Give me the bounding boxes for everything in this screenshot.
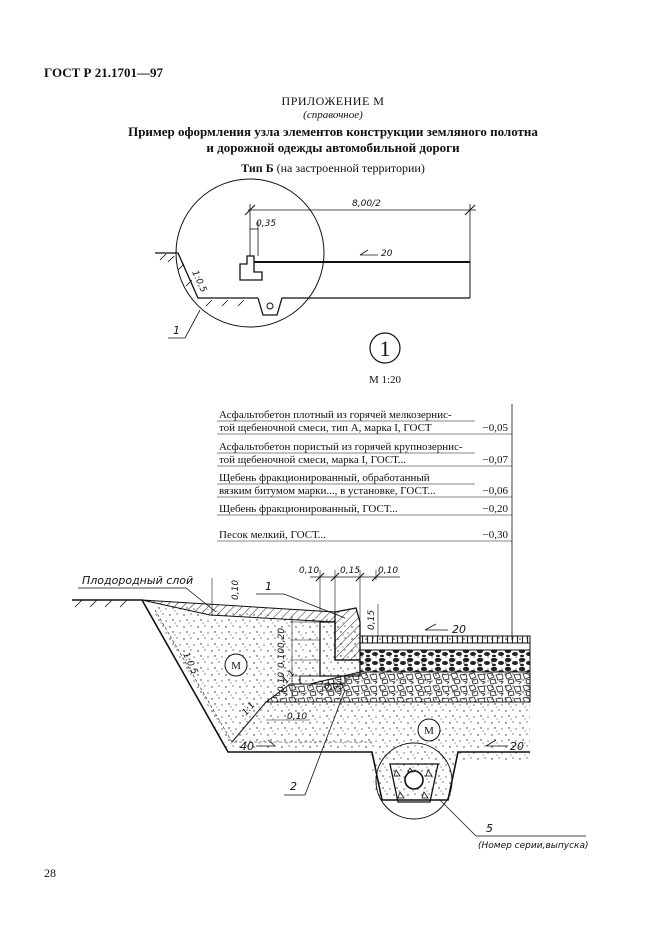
callout-5: 5 bbox=[486, 822, 493, 835]
layer-3-depth: −0,06 bbox=[483, 485, 509, 497]
bottom-right-grade: 20 bbox=[510, 740, 524, 753]
appendix-subtitle: (справочное) bbox=[303, 109, 363, 121]
node-marker bbox=[369, 332, 401, 364]
top-slope-label: 1:0,5 bbox=[189, 269, 208, 294]
layer-1-line-2: той щебеночной смеси, тип А, марка I, ГО… bbox=[219, 422, 432, 434]
main-title: Пример оформления узла элементов констру… bbox=[0, 124, 666, 156]
top-ground-line bbox=[155, 252, 258, 299]
bottom-left-grade: 40 bbox=[240, 740, 254, 753]
main-title-line-1: Пример оформления узла элементов констру… bbox=[128, 124, 538, 139]
dim-vertical-010a: 0,10 bbox=[277, 648, 287, 668]
dim-vertical-010b: 0,10 bbox=[277, 672, 287, 692]
drain-pipe bbox=[404, 770, 424, 790]
layer-row: Щебень фракционированный, ГОСТ... −0,20 bbox=[217, 503, 512, 516]
excavation-line bbox=[72, 599, 530, 801]
layer-row: Щебень фракционированный, обработанный в… bbox=[217, 472, 512, 498]
page-number: 28 bbox=[44, 866, 56, 880]
type-label: Тип Б bbox=[241, 161, 274, 175]
top-curb bbox=[239, 255, 263, 281]
top-callout-1: 1 bbox=[173, 324, 180, 337]
layer-1-depth: −0,05 bbox=[483, 422, 509, 434]
layer-5-depth: −0,30 bbox=[483, 529, 509, 541]
dim-vertical-020: 0,20 bbox=[277, 628, 287, 648]
node-number: 1 bbox=[380, 336, 391, 361]
topsoil-label: Плодородный слой bbox=[82, 574, 193, 587]
layer-row: Асфальтобетон пористый из горячей крупно… bbox=[217, 441, 512, 467]
main-title-line-2: и дорожной одежды автомобильной дороги bbox=[206, 140, 460, 155]
layer-2-line-1: Асфальтобетон пористый из горячей крупно… bbox=[219, 441, 463, 453]
dim-top-010a: 0,10 bbox=[299, 566, 319, 576]
appendix-title: ПРИЛОЖЕНИЕ М bbox=[281, 94, 385, 108]
material-mark-right: М bbox=[424, 725, 434, 737]
scale-label: М 1:20 bbox=[369, 374, 402, 386]
road-grade-label: 20 bbox=[452, 623, 466, 636]
callout-1: 1 bbox=[265, 580, 272, 593]
layer-4-depth: −0,20 bbox=[483, 503, 509, 515]
layer-3-line-2: вязким битумом марки..., в установке, ГО… bbox=[219, 485, 436, 497]
cross-section-drawing: 0,20 0,10 0,10 0,10 0,15 0,10 0,15 0,10 … bbox=[72, 566, 588, 851]
layer-4-line-1: Щебень фракционированный, ГОСТ... bbox=[219, 503, 398, 515]
top-curb-dimension: 0,35 bbox=[256, 219, 276, 229]
type-line: Тип Б (на застроенной территории) bbox=[0, 161, 666, 176]
top-width-dimension: 8,00/2 bbox=[352, 199, 381, 209]
layer-5-line-1: Песок мелкий, ГОСТ... bbox=[219, 529, 326, 541]
layer-3-line-1: Щебень фракционированный, обработанный bbox=[219, 472, 430, 484]
material-mark-left: М bbox=[231, 660, 241, 672]
dim-topsoil-010: 0,10 bbox=[231, 580, 241, 600]
layer-1-line-1: Асфальтобетон плотный из горячей мелкозе… bbox=[219, 409, 452, 421]
layer-2-line-2: той щебеночной смеси, марка I, ГОСТ... bbox=[219, 454, 406, 466]
top-grade-label: 20 bbox=[381, 249, 393, 259]
dim-top-015: 0,15 bbox=[340, 566, 360, 576]
callout-2: 2 bbox=[290, 780, 297, 793]
dim-005: 0,05 bbox=[324, 682, 344, 692]
type-description: (на застроенной территории) bbox=[273, 161, 425, 175]
layer-2-depth: −0,07 bbox=[483, 454, 509, 466]
series-note: (Номер серии,выпуска) bbox=[478, 841, 588, 851]
layer-row: Песок мелкий, ГОСТ... −0,30 bbox=[217, 529, 512, 542]
dim-010-bottom: 0,10 bbox=[287, 712, 307, 722]
top-overview-drawing: 8,00/2 0,35 1:0,5 20 1 1 М 1:20 bbox=[155, 178, 476, 386]
dim-015-vertical: 0,15 bbox=[367, 610, 377, 630]
dim-top-010b: 0,10 bbox=[378, 566, 398, 576]
drain-detail-circle bbox=[375, 742, 453, 820]
pavement-layers-table: Асфальтобетон плотный из горячей мелкозе… bbox=[217, 404, 513, 640]
layer-row: Асфальтобетон плотный из горячей мелкозе… bbox=[217, 409, 512, 435]
document-code: ГОСТ Р 21.1701—97 bbox=[44, 65, 163, 80]
